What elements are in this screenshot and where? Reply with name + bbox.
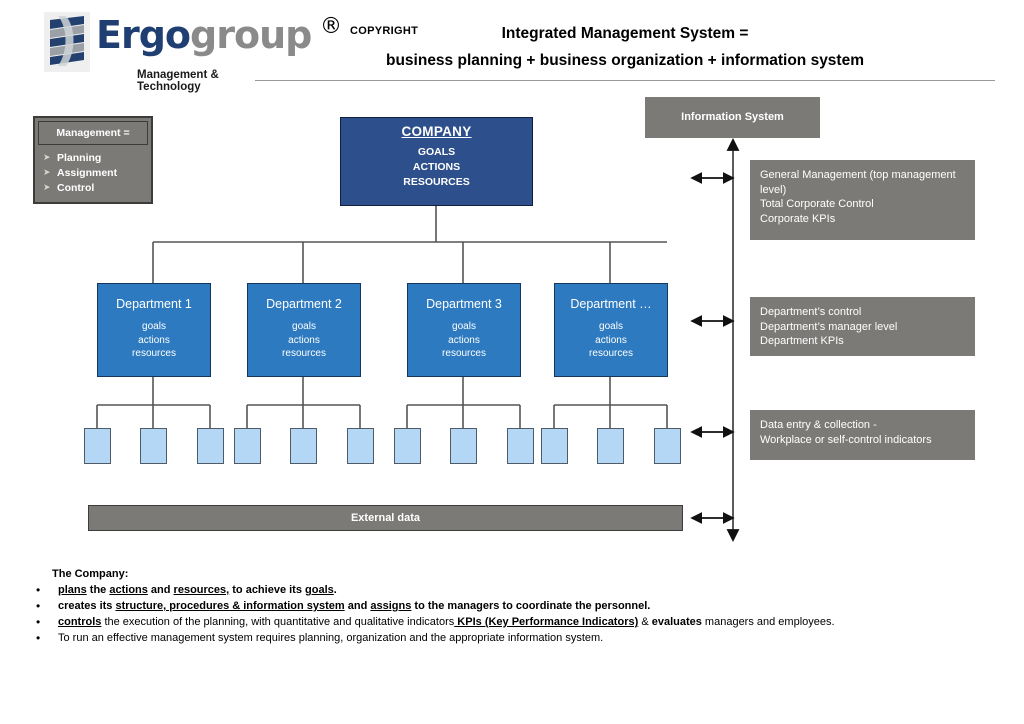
arrow-bullet-icon: ➤ [43, 152, 51, 162]
department-line-resources: resources [589, 348, 633, 359]
note-text: To run an effective management system re… [58, 632, 604, 644]
company-box: COMPANY GOALS ACTIONS RESOURCES [340, 117, 533, 206]
department-title: Department 2 [266, 297, 342, 311]
logo-tagline: Management & Technology [137, 69, 219, 93]
department-line-resources: resources [132, 348, 176, 359]
department-title: Department 1 [116, 297, 192, 311]
department-line-goals: goals [142, 321, 166, 332]
department-line-goals: goals [452, 321, 476, 332]
leaf-box [450, 428, 477, 464]
department-title: Department 3 [426, 297, 502, 311]
logo-mark-icon [44, 12, 90, 72]
data-entry-panel: Data entry & collection - Workplace or s… [750, 410, 975, 460]
department-lines: goals actions resources [555, 320, 667, 361]
management-item-control: ➤ Control [43, 180, 151, 195]
note-text: controls the execution of the planning, … [58, 616, 835, 628]
management-box-title: Management = [56, 127, 130, 139]
external-data-bar: External data [88, 505, 683, 531]
note-item-plans: • plans the actions and resources, to ac… [30, 583, 990, 598]
bullet-icon: • [36, 631, 41, 645]
management-box: Management = ➤ Planning ➤ Assignment ➤ C… [33, 116, 153, 204]
logo-word-ergo: Ergo [96, 13, 191, 57]
department-line-goals: goals [292, 321, 316, 332]
department-line-resources: resources [442, 348, 486, 359]
leaf-box [234, 428, 261, 464]
management-list: ➤ Planning ➤ Assignment ➤ Control [43, 150, 151, 195]
company-box-lines: GOALS ACTIONS RESOURCES [341, 145, 532, 190]
external-data-label: External data [350, 512, 421, 524]
leaf-box [347, 428, 374, 464]
company-line-goals: GOALS [417, 146, 456, 158]
department-title: Department … [570, 297, 652, 311]
arrow-bullet-icon: ➤ [43, 182, 51, 192]
department-box-4: Department … goals actions resources [554, 283, 668, 377]
leaf-box [541, 428, 568, 464]
header-divider [255, 80, 995, 81]
bullet-icon: • [36, 615, 41, 629]
management-item-label: Assignment [57, 166, 118, 179]
leaf-box [84, 428, 111, 464]
page-title: Integrated Management System = business … [255, 20, 995, 74]
leaf-box [394, 428, 421, 464]
department-line-goals: goals [599, 321, 623, 332]
general-management-panel: General Management (top management level… [750, 160, 975, 240]
management-item-label: Planning [57, 151, 102, 164]
note-text: creates its structure, procedures & info… [58, 600, 651, 612]
registered-trademark-icon: ® [320, 14, 342, 39]
department-level-panel: Department’s control Department’s manage… [750, 297, 975, 356]
company-box-title: COMPANY [401, 124, 472, 139]
leaf-box [654, 428, 681, 464]
department-box-2: Department 2 goals actions resources [247, 283, 361, 377]
note-text: plans the actions and resources, to achi… [58, 584, 337, 596]
department-line-actions: actions [448, 334, 480, 346]
leaf-box [140, 428, 167, 464]
leaf-box [290, 428, 317, 464]
department-box-1: Department 1 goals actions resources [97, 283, 211, 377]
company-line-resources: RESOURCES [403, 176, 470, 188]
department-line-actions: actions [138, 334, 170, 346]
note-item-creates: • creates its structure, procedures & in… [30, 599, 990, 614]
logo-wordmark: Ergogroup [96, 13, 312, 57]
notes-block: The Company: • plans the actions and res… [30, 568, 990, 647]
note-item-controls: • controls the execution of the planning… [30, 615, 990, 630]
title-line-2: business planning + business organizatio… [385, 52, 864, 69]
department-lines: goals actions resources [248, 320, 360, 361]
management-item-assignment: ➤ Assignment [43, 165, 151, 180]
management-box-header: Management = [38, 121, 148, 145]
company-line-actions: ACTIONS [412, 161, 461, 173]
copyright-block: ® COPYRIGHT [320, 16, 418, 38]
title-line-1: Integrated Management System = [501, 25, 749, 42]
logo-word-group: group [190, 13, 312, 57]
note-item-effective-system: • To run an effective management system … [30, 631, 990, 646]
bullet-icon: • [36, 583, 41, 597]
bullet-icon: • [36, 599, 41, 613]
copyright-label: COPYRIGHT [350, 25, 419, 37]
department-line-actions: actions [288, 334, 320, 346]
arrow-bullet-icon: ➤ [43, 167, 51, 177]
leaf-box [507, 428, 534, 464]
notes-heading: The Company: [52, 568, 129, 580]
department-box-3: Department 3 goals actions resources [407, 283, 521, 377]
management-item-label: Control [57, 181, 95, 194]
department-line-actions: actions [595, 334, 627, 346]
leaf-box [197, 428, 224, 464]
department-lines: goals actions resources [98, 320, 210, 361]
information-system-panel: Information System [645, 97, 820, 138]
department-lines: goals actions resources [408, 320, 520, 361]
management-item-planning: ➤ Planning [43, 150, 151, 165]
department-line-resources: resources [282, 348, 326, 359]
ergogroup-logo: Ergogroup Management & Technology [44, 12, 312, 93]
leaf-box [597, 428, 624, 464]
